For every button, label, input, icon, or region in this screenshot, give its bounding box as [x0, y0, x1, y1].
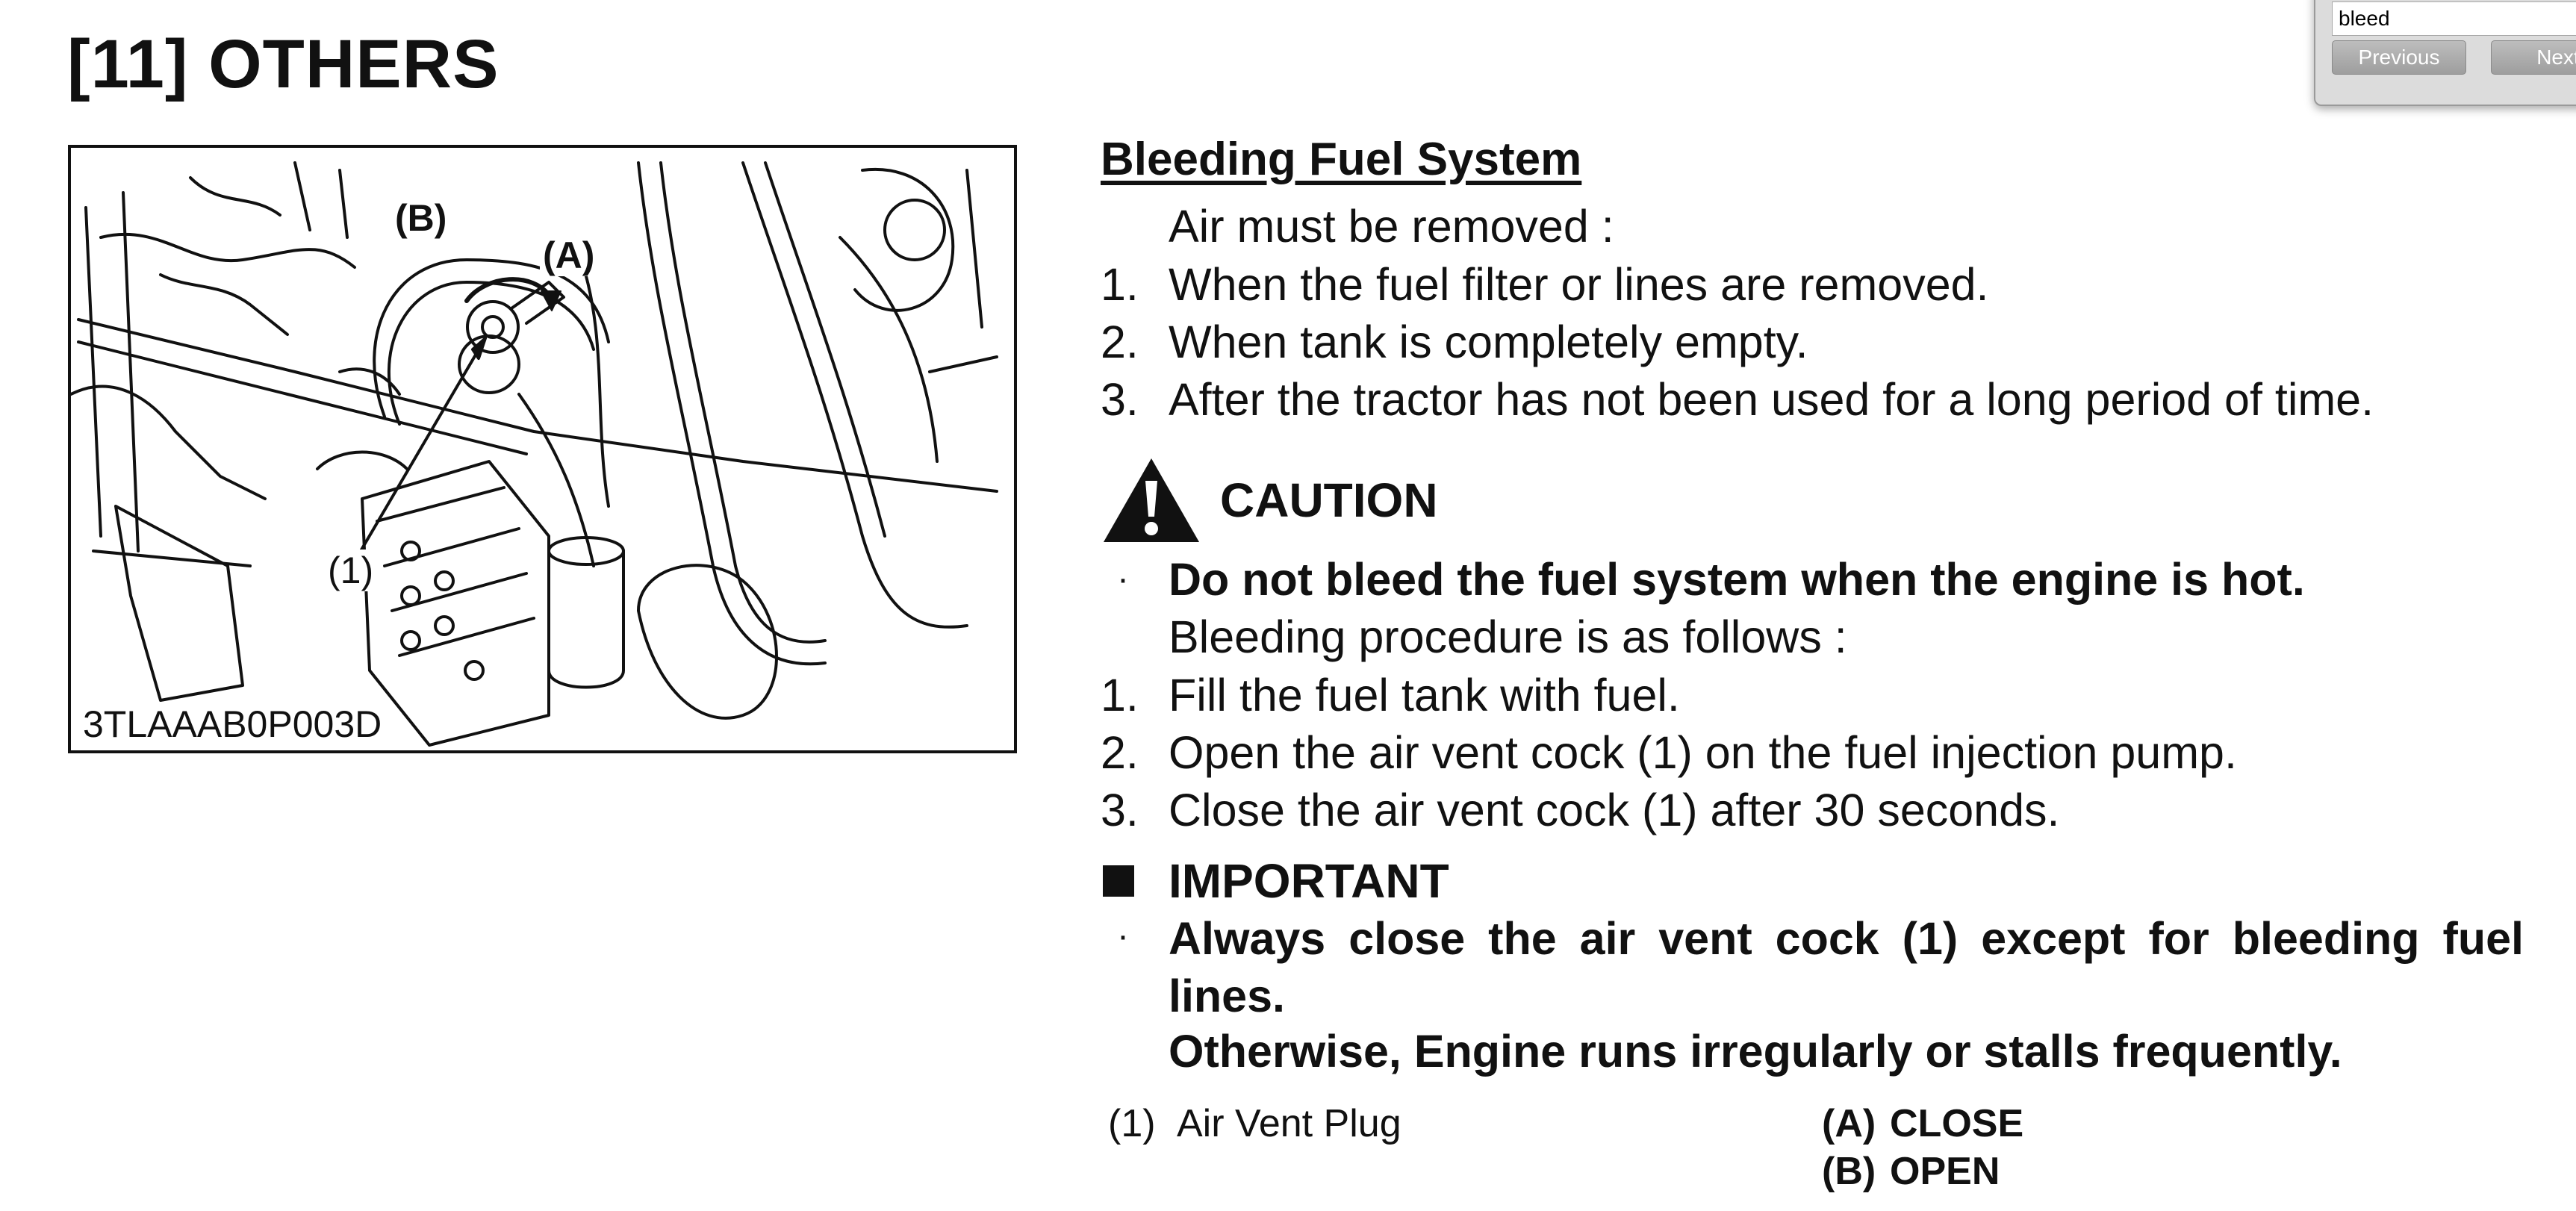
step-2: Open the air vent cock (1) on the fuel i…	[1169, 727, 2237, 778]
caution-block: CAUTION	[1101, 455, 1438, 545]
important-label: IMPORTANT	[1169, 854, 1449, 908]
important-text: Always close the air vent cock (1) excep…	[1169, 913, 2524, 1021]
callout-1: (1)	[325, 550, 377, 591]
legend-1-key: (1)	[1108, 1102, 1156, 1145]
find-panel: Previous Next	[2314, 0, 2576, 106]
warning-triangle-icon	[1104, 458, 1199, 542]
intro-text: Air must be removed :	[1169, 201, 1614, 252]
engine-illustration: (B) (A) (1) 3TLAAAB0P003D	[68, 145, 1017, 753]
bullet-icon: ·	[1117, 916, 1129, 956]
air-list-item-1: When the fuel filter or lines are remove…	[1169, 259, 1989, 310]
legend-1-text: Air Vent Plug	[1177, 1102, 1401, 1145]
legend-a-text: CLOSE	[1890, 1102, 2024, 1145]
figure-code: 3TLAAAB0P003D	[81, 703, 387, 746]
air-list-num-3: 3.	[1101, 374, 1139, 425]
procedure-intro: Bleeding procedure is as follows :	[1169, 611, 1847, 662]
section-title: [11] OTHERS	[67, 26, 500, 102]
bullet-icon: ·	[1117, 559, 1129, 599]
engine-line-drawing	[71, 161, 998, 747]
previous-button[interactable]: Previous	[2332, 40, 2466, 75]
step-3: Close the air vent cock (1) after 30 sec…	[1169, 785, 2060, 835]
step-num-2: 2.	[1101, 727, 1139, 778]
section-heading: Bleeding Fuel System	[1101, 134, 1582, 185]
legend-b-text: OPEN	[1890, 1150, 2000, 1193]
step-num-1: 1.	[1101, 670, 1139, 720]
callout-a: (A)	[540, 234, 598, 276]
air-list-item-3: After the tractor has not been used for …	[1169, 374, 2374, 425]
search-input[interactable]	[2332, 1, 2576, 36]
important-square-icon	[1103, 865, 1134, 897]
step-1: Fill the fuel tank with fuel.	[1169, 670, 1680, 720]
next-button[interactable]: Next	[2491, 40, 2576, 75]
caution-warning: Do not bleed the fuel system when the en…	[1169, 554, 2305, 605]
air-list-num-2: 2.	[1101, 317, 1139, 367]
callout-b: (B)	[392, 197, 450, 239]
legend-b-key: (B)	[1822, 1150, 1876, 1193]
legend-a-key: (A)	[1822, 1102, 1876, 1145]
air-list-item-2: When tank is completely empty.	[1169, 317, 1808, 367]
air-list-num-1: 1.	[1101, 259, 1139, 310]
step-num-3: 3.	[1101, 785, 1139, 835]
important-note: Otherwise, Engine runs irregularly or st…	[1169, 1026, 2342, 1077]
caution-label: CAUTION	[1220, 473, 1438, 527]
